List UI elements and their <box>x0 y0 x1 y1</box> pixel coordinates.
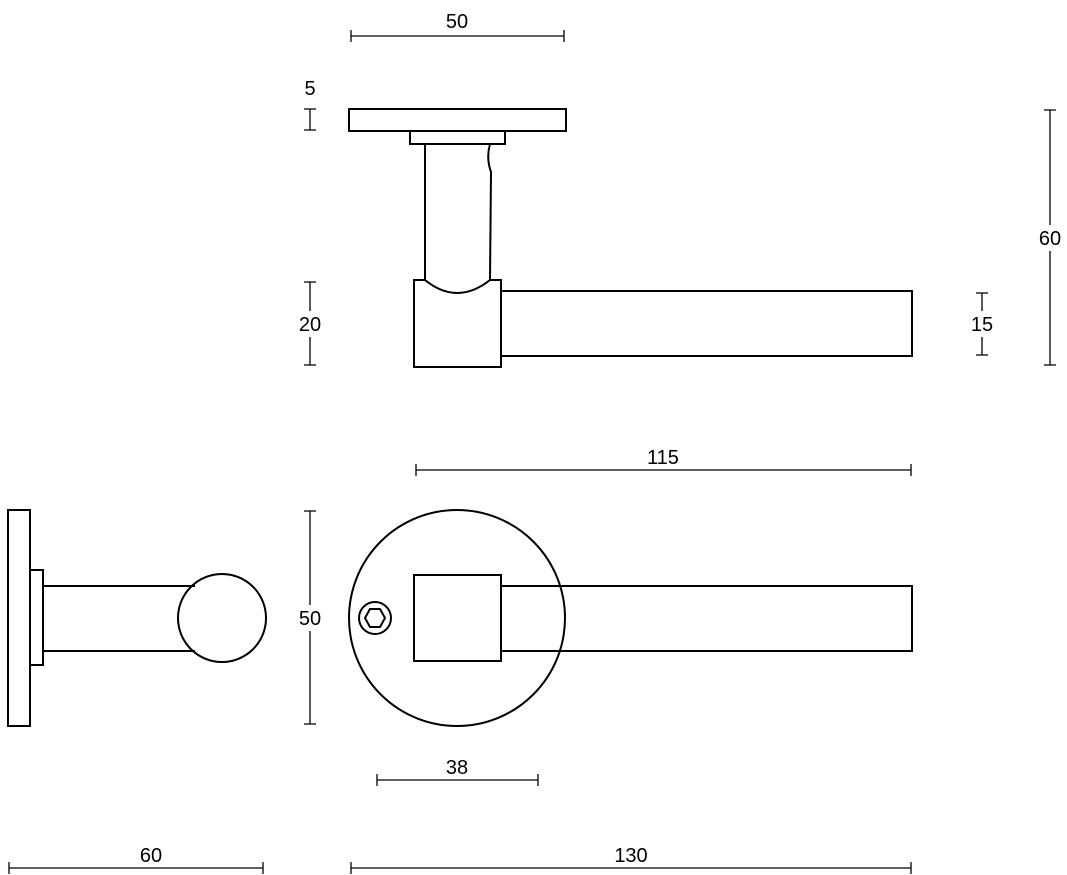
top-view <box>348 108 913 368</box>
top-lever-bar <box>500 290 913 357</box>
top-neck <box>424 143 493 281</box>
front-view <box>348 509 913 727</box>
side-lever-end <box>177 573 267 663</box>
dim-label: 60 <box>1039 228 1061 250</box>
top-rose-collar <box>409 130 506 145</box>
side-rose-plate <box>7 509 31 727</box>
dim-rose-diameter: 50 <box>294 510 326 725</box>
screw-head <box>358 601 392 635</box>
dim-lever-thickness: 15 <box>966 292 998 356</box>
dim-label: 50 <box>299 608 321 630</box>
side-rose-collar <box>29 569 44 666</box>
front-square-block <box>413 574 502 662</box>
dim-label: 15 <box>971 314 993 336</box>
dim-screw-to-square: 38 <box>376 757 539 786</box>
front-rose <box>348 509 566 727</box>
dim-lever-length: 115 <box>415 447 912 476</box>
dim-label: 50 <box>446 11 468 33</box>
dim-overall-length: 130 <box>350 845 912 874</box>
side-view <box>7 509 267 727</box>
dim-label: 130 <box>614 845 647 867</box>
top-neck-block <box>413 279 502 368</box>
dim-side-projection: 60 <box>8 845 264 874</box>
dim-top-rose-width: 50 <box>350 11 565 42</box>
dim-label: 60 <box>140 845 162 867</box>
dim-overall-height: 60 <box>1034 109 1066 366</box>
hex-socket-icon <box>363 608 387 628</box>
dim-label: 5 <box>304 78 315 100</box>
side-neck <box>43 585 195 652</box>
dim-label: 20 <box>299 314 321 336</box>
dim-rose-thickness: 5 <box>304 78 316 131</box>
top-rose-plate <box>348 108 567 132</box>
dim-label: 38 <box>446 757 468 779</box>
dim-label: 115 <box>647 447 679 469</box>
dim-neck-height: 20 <box>294 281 326 366</box>
